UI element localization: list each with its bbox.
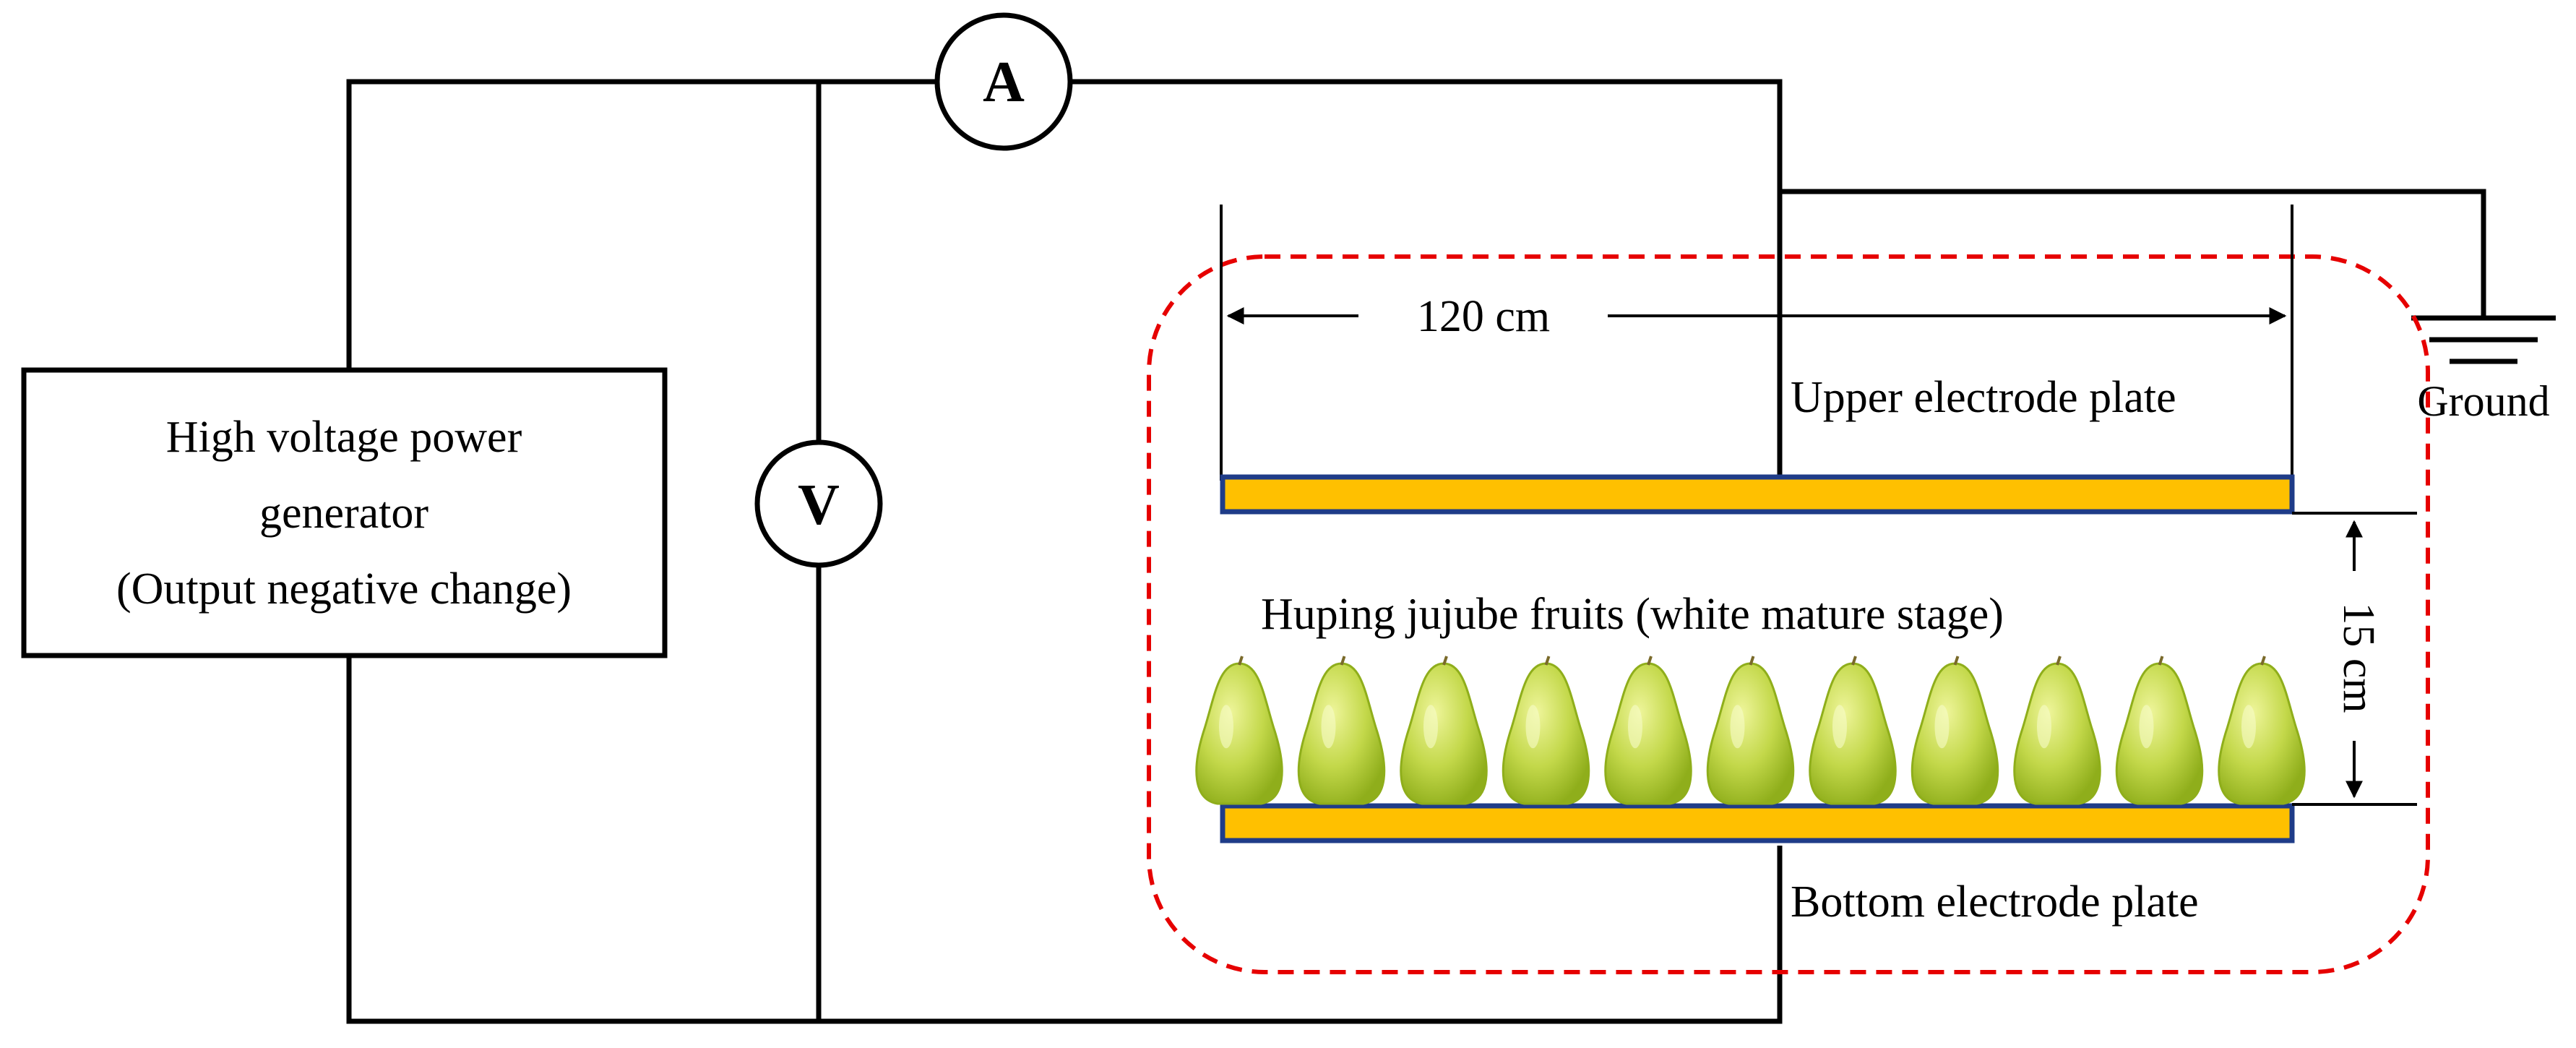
power-generator-label-line3: (Output negative change)	[116, 564, 572, 614]
power-generator-box: High voltage power generator (Output neg…	[21, 367, 668, 658]
ground-symbol	[2411, 315, 2556, 364]
ground-label: Ground	[2417, 377, 2549, 425]
upper-electrode-plate	[1220, 474, 2295, 515]
power-generator-label-line1: High voltage power	[166, 413, 522, 462]
plate-gap-label: 15 cm	[2334, 602, 2383, 713]
jujube-fruit	[1809, 656, 1897, 805]
jujube-fruit	[1400, 656, 1488, 805]
voltmeter-symbol: V	[798, 473, 840, 537]
jujube-fruit	[1604, 656, 1692, 805]
treatment-chamber-outline	[1147, 254, 2430, 974]
upper-electrode-label: Upper electrode plate	[1791, 373, 2176, 422]
power-generator-label-line2: generator	[259, 489, 428, 538]
jujube-fruit	[1297, 656, 1386, 805]
jujube-fruit	[1195, 656, 1283, 805]
jujube-fruit	[2013, 656, 2101, 805]
bottom-electrode-label: Bottom electrode plate	[1791, 877, 2199, 927]
jujube-fruit	[1706, 656, 1795, 805]
jujube-fruit	[1911, 656, 1999, 805]
jujube-fruit	[1502, 656, 1590, 805]
ammeter-symbol: A	[983, 51, 1025, 114]
jujube-fruit-row	[1195, 656, 2306, 805]
plate-length-label: 120 cm	[1417, 292, 1550, 341]
plate-length-dimension	[1220, 205, 2293, 481]
jujube-fruit	[2115, 656, 2204, 805]
plate-gap-dimension	[2292, 512, 2417, 806]
ammeter: A	[934, 12, 1073, 151]
voltmeter: V	[754, 439, 883, 568]
circuit-wires	[346, 79, 2486, 1024]
bottom-electrode-plate	[1220, 803, 2295, 843]
jujube-fruits-label: Huping jujube fruits (white mature stage…	[1261, 590, 2004, 639]
jujube-fruit	[2218, 656, 2306, 805]
